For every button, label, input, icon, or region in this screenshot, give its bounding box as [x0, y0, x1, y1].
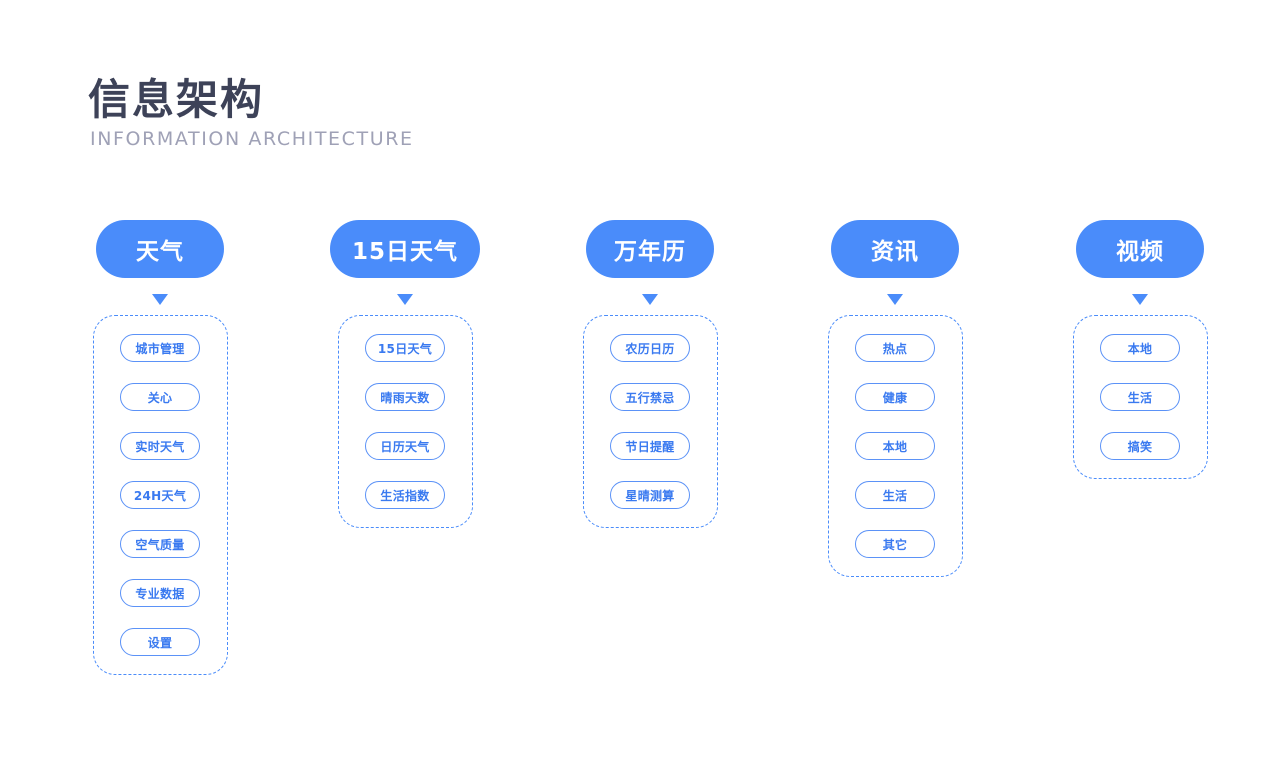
list-item[interactable]: 日历天气 — [365, 432, 445, 460]
list-item[interactable]: 五行禁忌 — [610, 383, 690, 411]
list-item[interactable]: 其它 — [855, 530, 935, 558]
list-item[interactable]: 关心 — [120, 383, 200, 411]
list-item[interactable]: 生活指数 — [365, 481, 445, 509]
list-item[interactable]: 15日天气 — [365, 334, 445, 362]
column-items-calendar: 农历日历 五行禁忌 节日提醒 星晴测算 — [582, 315, 718, 528]
arrow-down-icon — [1132, 294, 1148, 305]
arrow-down-icon — [887, 294, 903, 305]
column-header-news[interactable]: 资讯 — [831, 220, 959, 278]
list-item[interactable]: 晴雨天数 — [365, 383, 445, 411]
list-item[interactable]: 本地 — [855, 432, 935, 460]
arrow-down-icon — [152, 294, 168, 305]
column-header-calendar[interactable]: 万年历 — [586, 220, 714, 278]
list-item[interactable]: 城市管理 — [120, 334, 200, 362]
list-item[interactable]: 设置 — [120, 628, 200, 656]
architecture-columns: 天气 城市管理 关心 实时天气 24H天气 空气质量 专业数据 设置 15日天气… — [60, 220, 1240, 675]
architecture-column-calendar: 万年历 农历日历 五行禁忌 节日提醒 星晴测算 — [550, 220, 750, 528]
list-item[interactable]: 搞笑 — [1100, 432, 1180, 460]
architecture-column-15day-weather: 15日天气 15日天气 晴雨天数 日历天气 生活指数 — [305, 220, 505, 528]
column-items-weather: 城市管理 关心 实时天气 24H天气 空气质量 专业数据 设置 — [92, 315, 228, 675]
list-item[interactable]: 本地 — [1100, 334, 1180, 362]
arrow-down-icon — [642, 294, 658, 305]
architecture-column-news: 资讯 热点 健康 本地 生活 其它 — [795, 220, 995, 577]
list-item[interactable]: 实时天气 — [120, 432, 200, 460]
list-item[interactable]: 星晴测算 — [610, 481, 690, 509]
list-item[interactable]: 生活 — [1100, 383, 1180, 411]
list-item[interactable]: 热点 — [855, 334, 935, 362]
page-title-block: 信息架构 INFORMATION ARCHITECTURE — [88, 75, 414, 151]
column-items-15day-weather: 15日天气 晴雨天数 日历天气 生活指数 — [337, 315, 473, 528]
arrow-down-icon — [397, 294, 413, 305]
architecture-column-video: 视频 本地 生活 搞笑 — [1040, 220, 1240, 479]
architecture-column-weather: 天气 城市管理 关心 实时天气 24H天气 空气质量 专业数据 设置 — [60, 220, 260, 675]
page-subtitle: INFORMATION ARCHITECTURE — [90, 128, 414, 151]
column-header-video[interactable]: 视频 — [1076, 220, 1204, 278]
list-item[interactable]: 空气质量 — [120, 530, 200, 558]
page-title: 信息架构 — [88, 75, 265, 124]
column-header-weather[interactable]: 天气 — [96, 220, 224, 278]
column-items-news: 热点 健康 本地 生活 其它 — [827, 315, 963, 577]
list-item[interactable]: 农历日历 — [610, 334, 690, 362]
list-item[interactable]: 健康 — [855, 383, 935, 411]
list-item[interactable]: 专业数据 — [120, 579, 200, 607]
column-items-video: 本地 生活 搞笑 — [1072, 315, 1208, 479]
column-header-15day-weather[interactable]: 15日天气 — [329, 220, 480, 278]
list-item[interactable]: 生活 — [855, 481, 935, 509]
list-item[interactable]: 24H天气 — [120, 481, 200, 509]
list-item[interactable]: 节日提醒 — [610, 432, 690, 460]
